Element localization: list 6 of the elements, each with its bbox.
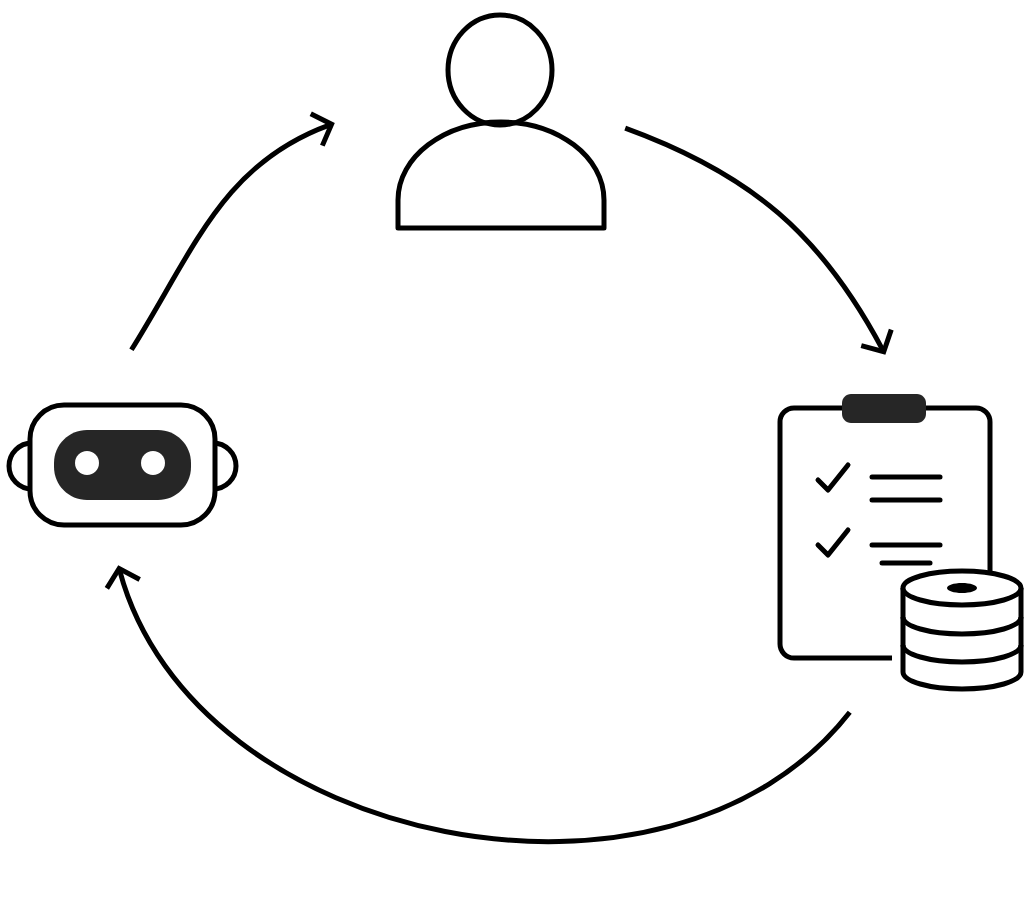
- person-icon: [395, 12, 607, 231]
- robot-icon: [6, 402, 239, 528]
- clipboard-database-icon: [777, 394, 1026, 692]
- arrow: [129, 111, 335, 352]
- arrow: [624, 125, 894, 355]
- arrow: [104, 565, 852, 844]
